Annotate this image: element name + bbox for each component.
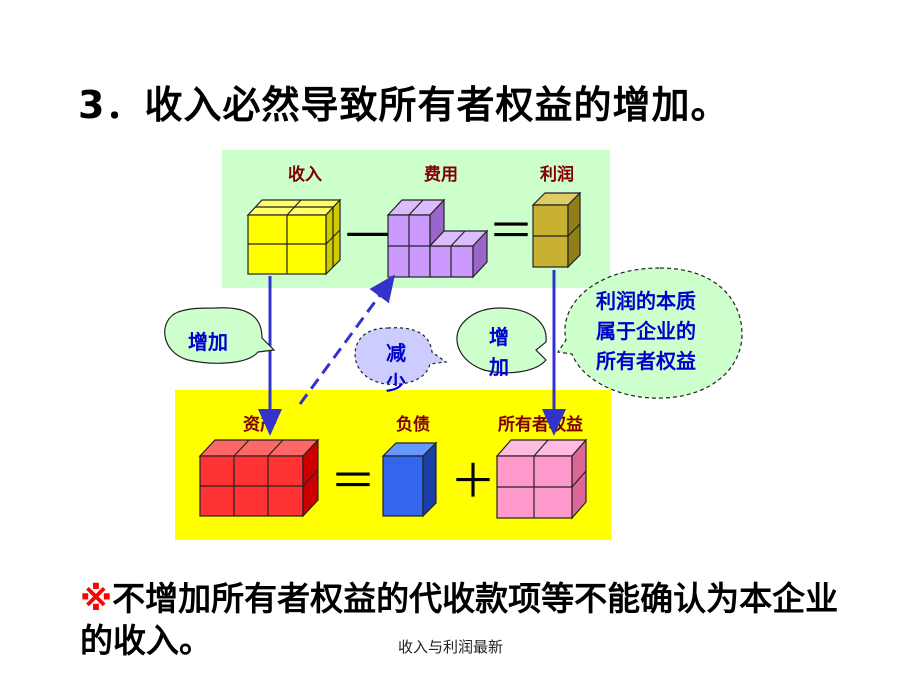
expense-cube <box>386 198 489 279</box>
callout-decrease-text: 减 少 <box>384 338 408 398</box>
equals-sign-bottom: ＝ <box>330 454 376 508</box>
label-profit: 利润 <box>540 165 574 185</box>
label-expense: 费用 <box>424 165 458 185</box>
label-revenue: 收入 <box>288 165 322 185</box>
minus-sign: — <box>345 204 391 258</box>
callout-decrease <box>354 327 448 385</box>
callout-increase-left <box>164 307 276 364</box>
callout-profit-note-text: 利润的本质 属于企业的 所有者权益 <box>596 286 696 376</box>
reference-mark-icon: ※ <box>80 579 113 618</box>
callout-decrease-char2: 少 <box>386 371 406 395</box>
note-paragraph: ※不增加所有者权益的代收款项等不能确认为本企业的收入。 <box>80 578 870 662</box>
footer-caption: 收入与利润最新 <box>398 638 504 656</box>
profit-note-line3: 所有者权益 <box>596 349 696 373</box>
assets-cube <box>198 438 320 518</box>
callout-profit-note <box>556 267 743 399</box>
callout-increase-right-char1: 增 <box>489 325 509 349</box>
equals-sign-top: ＝ <box>488 204 534 258</box>
liabilities-cube <box>381 441 438 518</box>
callout-increase-right-char2: 加 <box>489 355 509 379</box>
callout-increase-right <box>456 307 547 374</box>
page-title: 3．收入必然导致所有者权益的增加。 <box>78 83 730 127</box>
label-liabilities: 负债 <box>396 415 430 435</box>
callout-increase-left-text: 增加 <box>188 330 228 354</box>
revenue-cube <box>246 198 342 276</box>
callout-decrease-char1: 减 <box>386 341 406 365</box>
equity-cube <box>495 438 588 520</box>
plus-sign: ＋ <box>450 454 496 508</box>
callout-increase-right-text: 增 加 <box>487 322 511 382</box>
arrow-liabilities-decrease <box>298 274 396 405</box>
profit-note-line2: 属于企业的 <box>596 319 696 343</box>
profit-note-line1: 利润的本质 <box>596 289 696 313</box>
profit-cube <box>531 191 582 269</box>
note-text: 不增加所有者权益的代收款项等不能确认为本企业的收入。 <box>80 579 839 660</box>
